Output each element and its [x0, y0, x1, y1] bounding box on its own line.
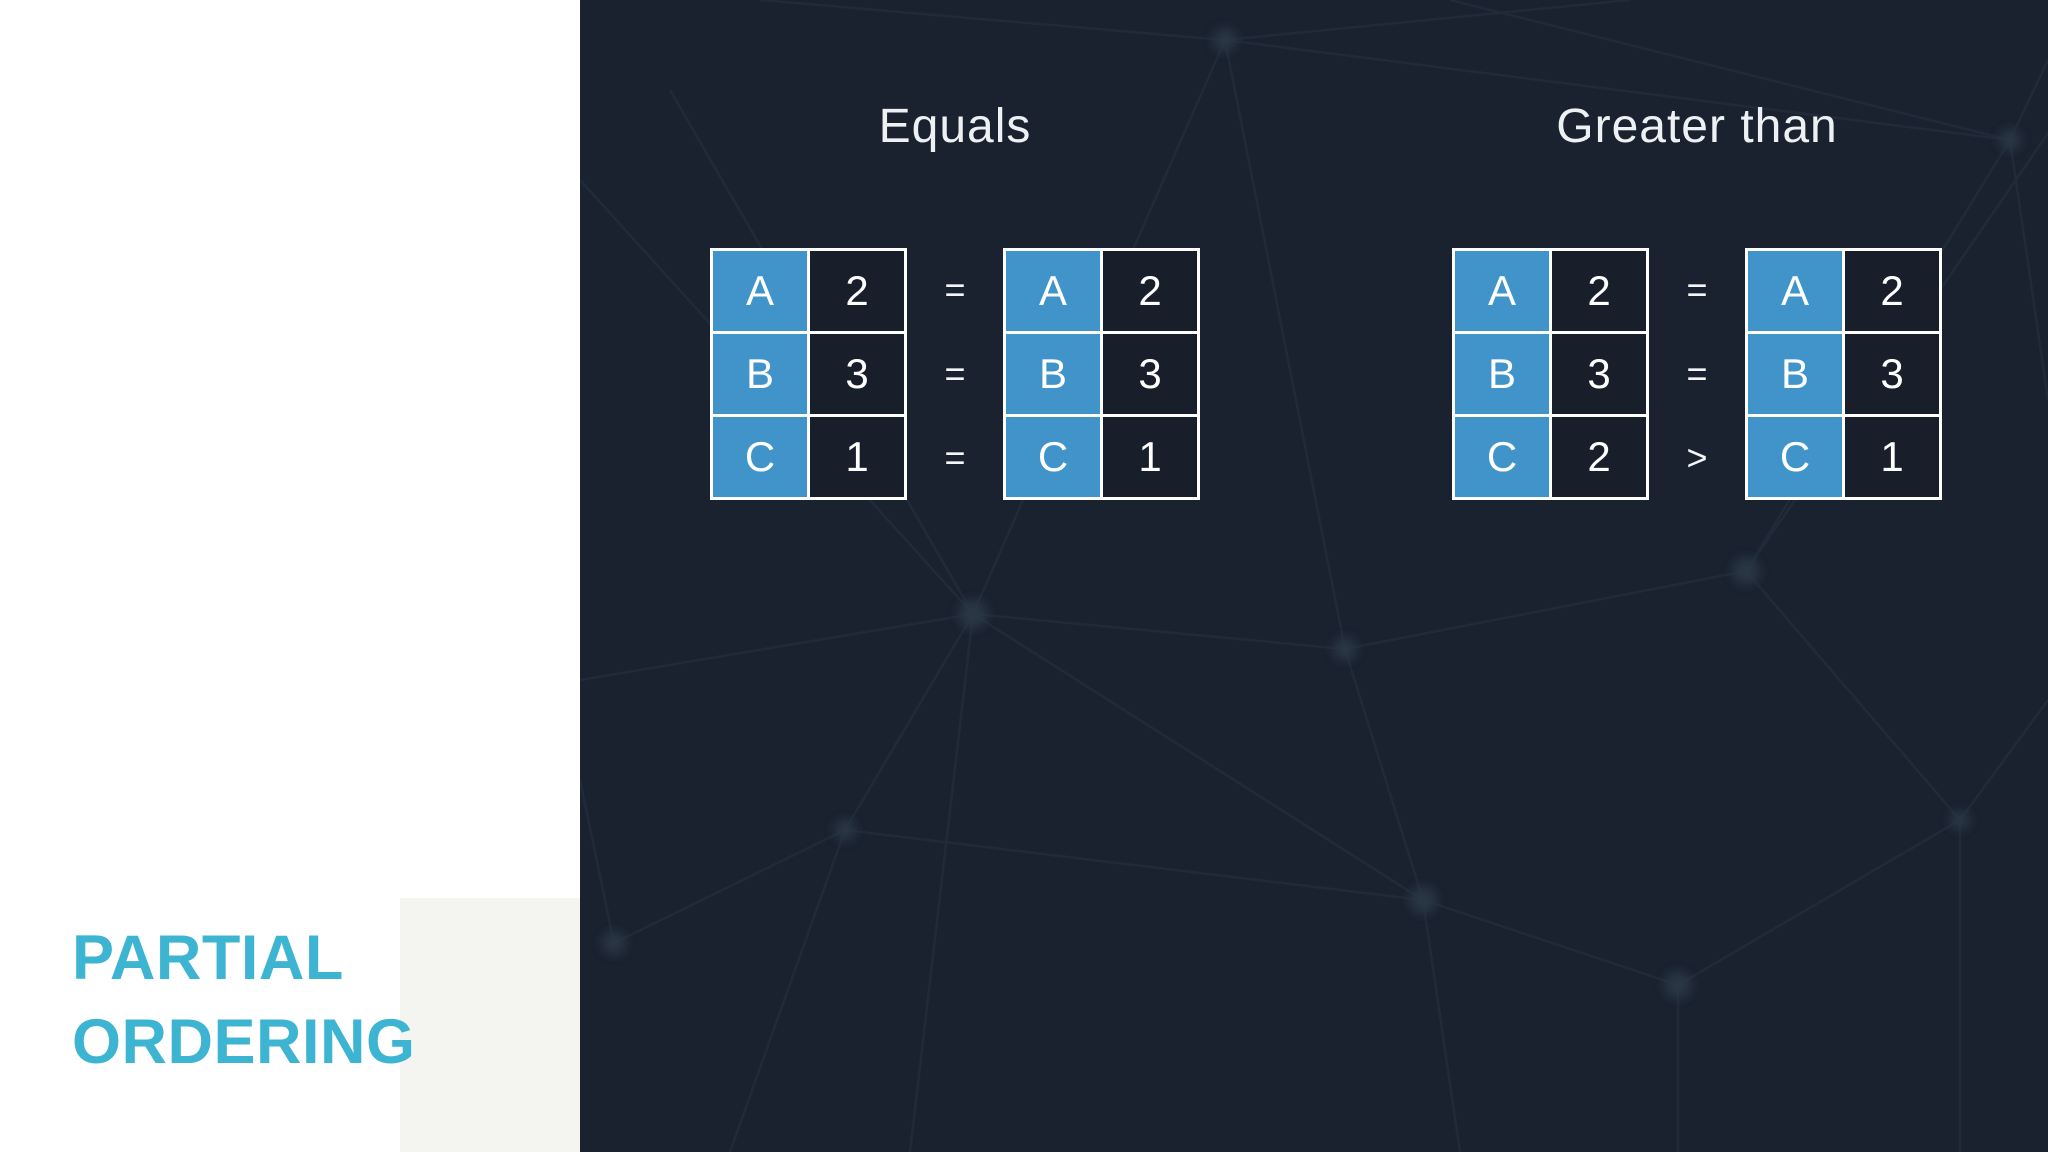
- table-cell-value: 1: [810, 417, 904, 497]
- table-cell-key: A: [713, 251, 807, 331]
- network-mesh-decoration: [580, 0, 2048, 1152]
- table-cell-key: A: [1006, 251, 1100, 331]
- row-operator: =: [944, 269, 966, 310]
- row-operator: =: [1686, 353, 1708, 394]
- table-cell-key: B: [713, 334, 807, 414]
- table-cell-value: 2: [1552, 251, 1646, 331]
- table-cell-value: 2: [1845, 251, 1939, 331]
- equals-comparison-row: A 2 B 3 C 1 = = = A 2 B 3 C: [710, 248, 1200, 500]
- slide-heading: PARTIAL ORDERING: [72, 916, 416, 1084]
- table-cell-value: 1: [1103, 417, 1197, 497]
- table-cell-key: B: [1006, 334, 1100, 414]
- table-cell-key: C: [1455, 417, 1549, 497]
- greater-than-section: Greater than A 2 B 3 C 2 = = > A 2: [1452, 98, 1942, 500]
- table-cell-value: 1: [1845, 417, 1939, 497]
- table-cell-value: 2: [810, 251, 904, 331]
- greater-than-operator-column: = = >: [1649, 248, 1745, 500]
- table-cell-value: 3: [810, 334, 904, 414]
- table-cell-value: 2: [1552, 417, 1646, 497]
- greater-than-left-table: A 2 B 3 C 2: [1452, 248, 1649, 500]
- equals-operator-column: = = =: [907, 248, 1003, 500]
- decorative-pale-block: [400, 898, 580, 1152]
- row-operator: =: [944, 353, 966, 394]
- table-cell-key: C: [713, 417, 807, 497]
- row-operator: =: [1686, 269, 1708, 310]
- table-cell-key: C: [1006, 417, 1100, 497]
- table-cell-key: B: [1455, 334, 1549, 414]
- equals-left-table: A 2 B 3 C 1: [710, 248, 907, 500]
- greater-than-comparison-row: A 2 B 3 C 2 = = > A 2 B 3 C: [1452, 248, 1942, 500]
- table-cell-key: C: [1748, 417, 1842, 497]
- equals-right-table: A 2 B 3 C 1: [1003, 248, 1200, 500]
- table-cell-value: 3: [1845, 334, 1939, 414]
- white-side-panel: PARTIAL ORDERING: [0, 0, 580, 1152]
- table-cell-value: 3: [1103, 334, 1197, 414]
- table-cell-key: A: [1748, 251, 1842, 331]
- greater-than-right-table: A 2 B 3 C 1: [1745, 248, 1942, 500]
- row-operator: =: [944, 437, 966, 478]
- table-cell-key: A: [1455, 251, 1549, 331]
- row-operator: >: [1686, 437, 1708, 478]
- greater-than-section-title: Greater than: [1556, 100, 1838, 153]
- table-cell-value: 3: [1552, 334, 1646, 414]
- dark-background-panel: Equals A 2 B 3 C 1 = = = A 2: [580, 0, 2048, 1152]
- slide-heading-line1: PARTIAL: [72, 923, 344, 993]
- equals-section: Equals A 2 B 3 C 1 = = = A 2: [710, 98, 1200, 500]
- table-cell-value: 2: [1103, 251, 1197, 331]
- equals-section-title: Equals: [878, 100, 1032, 153]
- table-cell-key: B: [1748, 334, 1842, 414]
- slide-heading-line2: ORDERING: [72, 1007, 416, 1077]
